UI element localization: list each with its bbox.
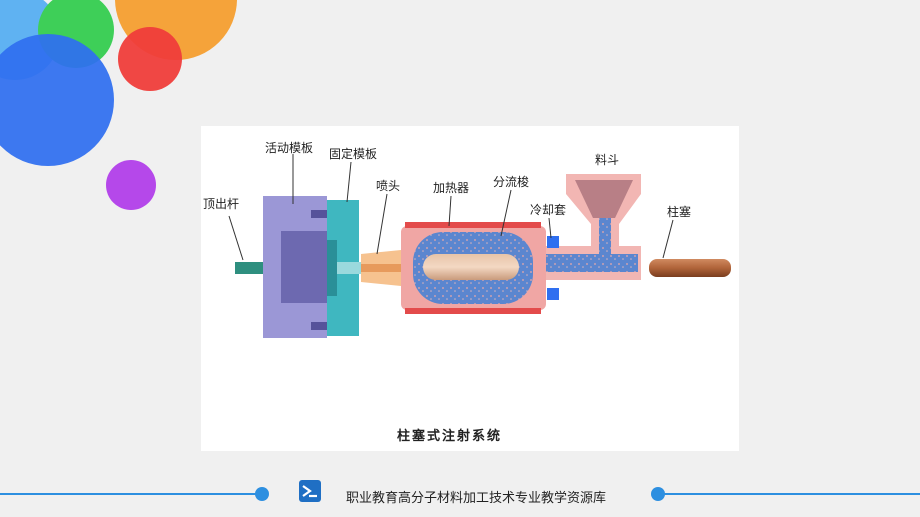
footer-dot-right <box>651 487 665 501</box>
injection-system-diagram: 顶出杆 活动模板 固定模板 喷头 加热器 分流梭 冷却套 料斗 柱塞 柱塞式注射… <box>203 141 731 444</box>
diagram-panel: 顶出杆 活动模板 固定模板 喷头 加热器 分流梭 冷却套 料斗 柱塞 柱塞式注射… <box>201 126 739 451</box>
decor-circle-red <box>118 27 182 91</box>
label-moving-platen: 活动模板 <box>265 141 313 155</box>
label-nozzle: 喷头 <box>376 179 400 193</box>
footer-org-name: 职业教育高分子材料加工技术专业教学资源库 <box>346 491 607 506</box>
label-torpedo: 分流梭 <box>493 174 529 189</box>
decor-circle-purple <box>106 160 156 210</box>
footer-line-left <box>0 493 262 495</box>
label-cooling-jacket: 冷却套 <box>530 203 566 217</box>
decor-circle-blue <box>0 34 114 166</box>
resource-library-logo-icon <box>299 480 321 502</box>
moving-platen <box>263 196 329 338</box>
fixed-platen <box>327 200 367 336</box>
label-fixed-platen: 固定模板 <box>329 146 377 161</box>
diagram-caption: 柱塞式注射系统 <box>397 428 502 444</box>
label-hopper: 料斗 <box>595 153 619 167</box>
hopper <box>566 174 641 258</box>
label-plunger: 柱塞 <box>667 204 691 219</box>
label-ejector-rod: 顶出杆 <box>203 197 239 211</box>
footer-line-right <box>658 493 920 495</box>
footer-dot-left <box>255 487 269 501</box>
label-heater: 加热器 <box>433 181 469 195</box>
cooling-jacket <box>547 236 559 300</box>
barrel <box>401 222 641 314</box>
torpedo <box>423 254 519 280</box>
plunger <box>649 259 731 277</box>
